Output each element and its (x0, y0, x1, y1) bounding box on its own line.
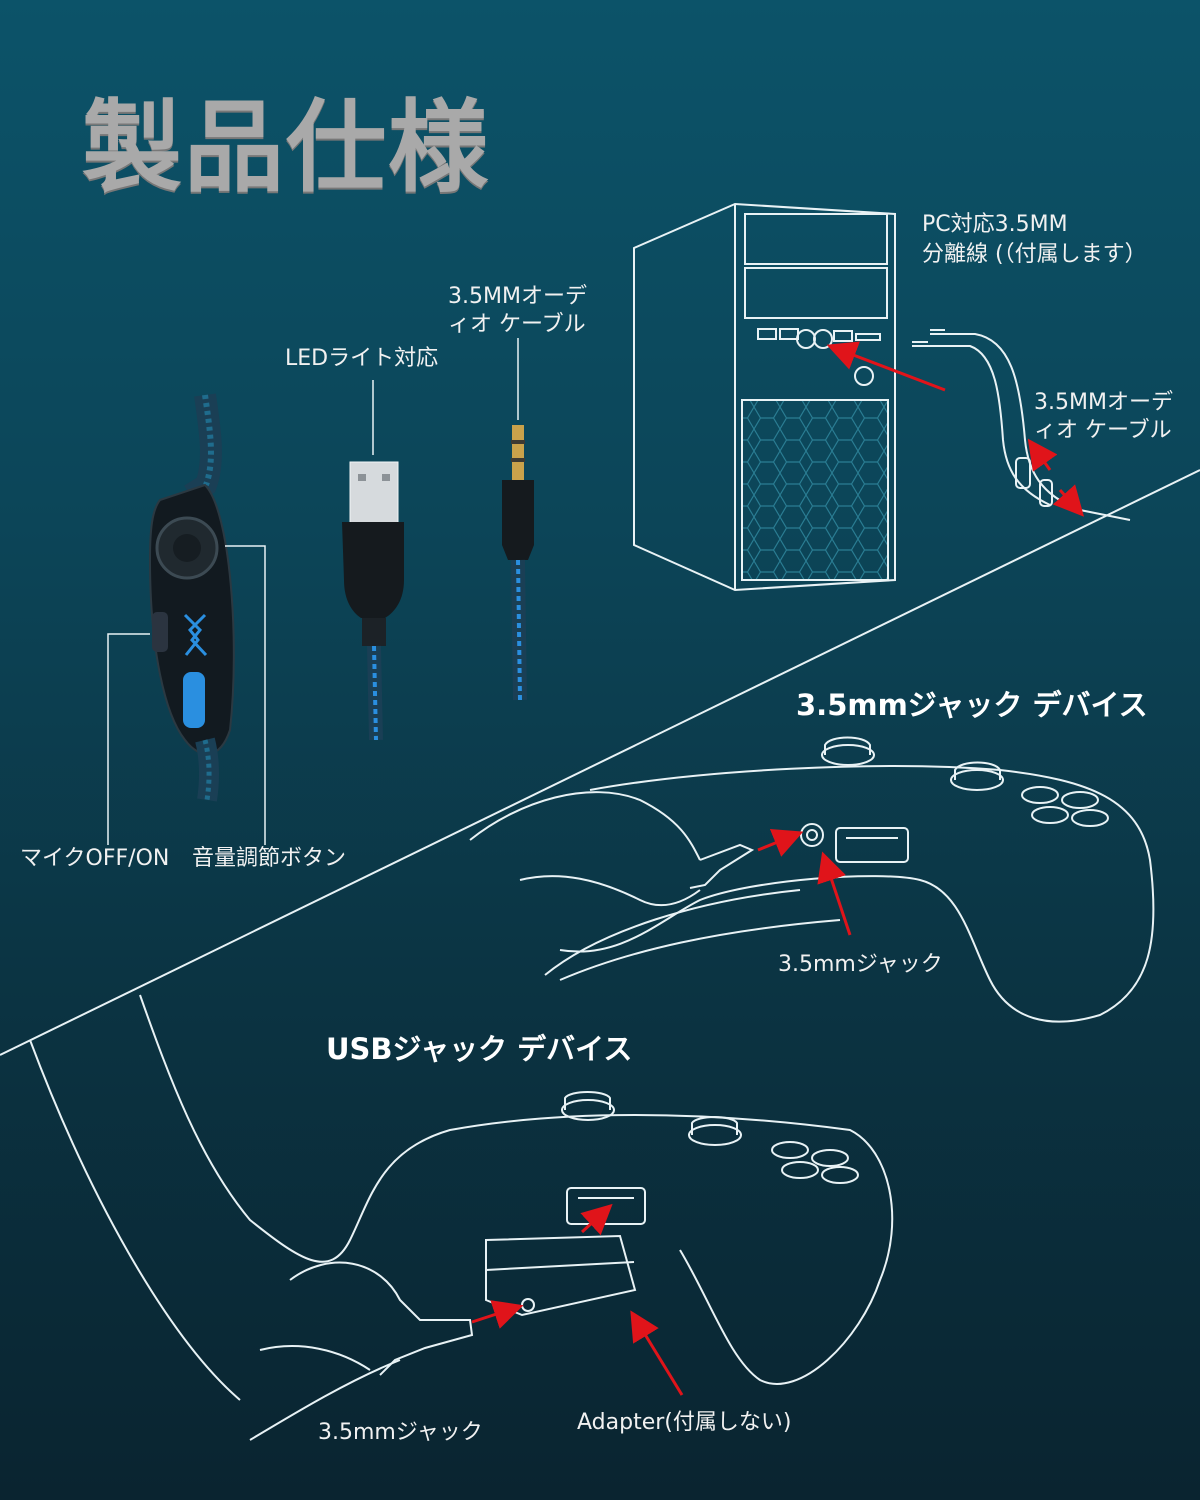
controller-usb-icon (29, 994, 894, 1441)
mic-callout-line (107, 633, 150, 845)
usb-plug-icon (342, 380, 404, 741)
arrow-to-jack (757, 828, 804, 857)
pc-cable-label-line1: PC対応3.5MM (922, 212, 1068, 237)
audio-plug-label-line2: ィオ ケーブル (448, 312, 586, 337)
controller-35mm-icon (469, 736, 1155, 1023)
jack-35mm-label: 3.5mmジャック (778, 952, 943, 977)
arrow-to-port (826, 341, 946, 392)
arrow-adapter-jack (471, 1300, 524, 1329)
arrow-adapter (630, 1310, 684, 1396)
led-label: LEDライト対応 (285, 346, 439, 371)
section-usb-heading: USBジャック デバイス (326, 1032, 633, 1066)
inline-controller-icon (148, 393, 235, 802)
mic-toggle-label: マイクOFF/ON (20, 846, 170, 871)
audio-plug-label-line1: 3.5MMオーデ (448, 284, 587, 309)
diagonal-divider (0, 469, 1200, 1056)
audio-plug-icon (502, 338, 534, 701)
pc-tower-icon (633, 202, 896, 592)
pc-cable-label-line2: 分離線 (（付属します） (922, 242, 1147, 267)
arrow-usb-port (580, 1203, 613, 1236)
arrow-split-down (1052, 484, 1085, 517)
volume-label: 音量調節ボタン (192, 846, 347, 871)
arrow-jack-label (817, 851, 852, 936)
pc-audio-cable-label-line1: 3.5MMオーデ (1034, 390, 1173, 415)
adapter-label: Adapter(付属しない) (577, 1410, 792, 1435)
pc-audio-cable-label-line2: ィオ ケーブル (1034, 418, 1172, 443)
arrow-split-up (1027, 438, 1058, 472)
volume-callout-line (225, 545, 266, 845)
page-title: 製品仕様 (82, 89, 490, 206)
usb-jack-label: 3.5mmジャック (318, 1420, 483, 1445)
section-35mm-heading: 3.5mmジャック デバイス (796, 688, 1148, 722)
